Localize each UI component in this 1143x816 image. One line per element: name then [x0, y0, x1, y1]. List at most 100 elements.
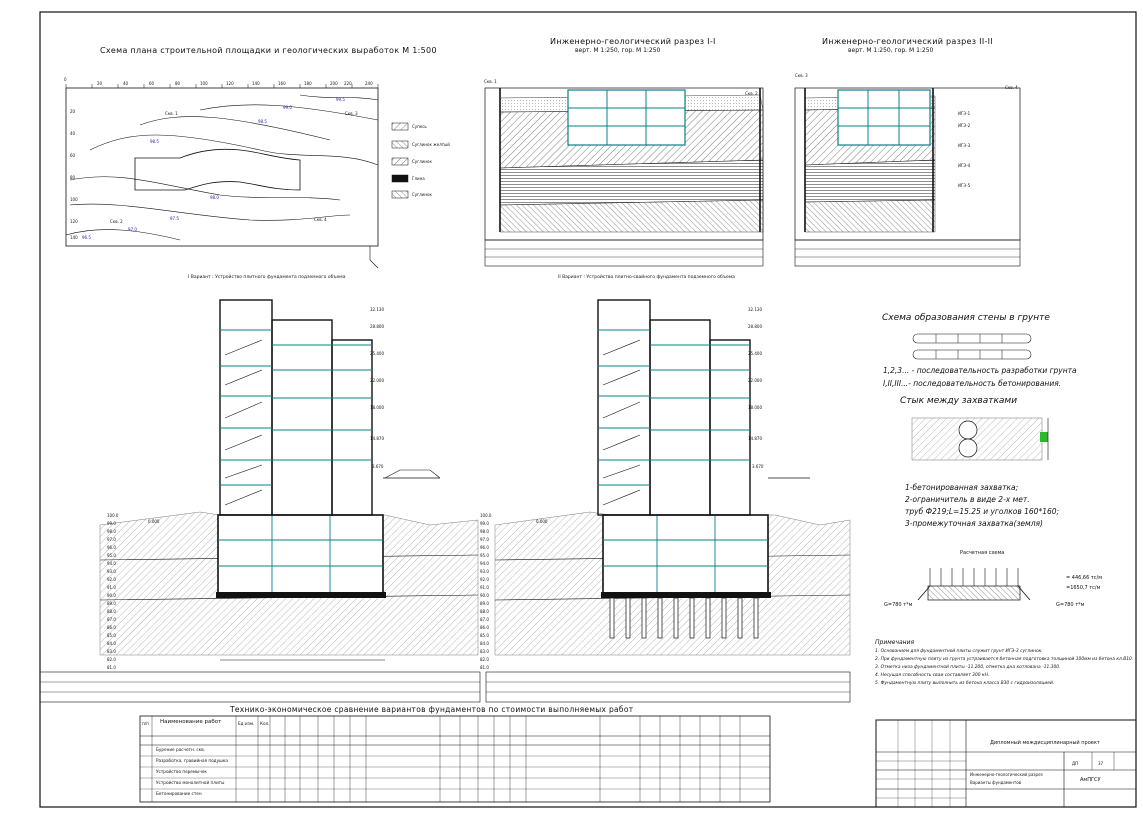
floor-mark: 32.130 [370, 307, 384, 312]
section2-title: Инженерно-геологический разрез II-II [822, 37, 993, 46]
elev-label: 86.0 [480, 625, 489, 630]
grid-y-80: 80 [70, 175, 76, 180]
grid-y-20: 20 [70, 109, 76, 114]
floor-mark: 18.000 [748, 405, 762, 410]
floor-mark: 28.800 [748, 324, 762, 329]
borehole-label: Скв. 1 [484, 79, 497, 84]
elev-label: 98.0 [107, 529, 116, 534]
floor-mark: 3.670 [752, 464, 764, 469]
borehole-label: Скв. 4 [1005, 85, 1018, 90]
grid-y-120: 120 [70, 219, 78, 224]
elev-label: 100.0 [107, 513, 119, 518]
elev-label: 89.0 [480, 601, 489, 606]
grid-y-60: 60 [70, 153, 76, 158]
elev-label: 85.0 [107, 633, 116, 638]
legend-label: Суглинок желтый [412, 142, 450, 147]
elev-label: 97.0 [480, 537, 489, 542]
floor-mark: 3.670 [372, 464, 384, 469]
floor-mark: 28.800 [370, 324, 384, 329]
grid-x-180: 180 [304, 81, 312, 86]
elev-label: 83.0 [107, 649, 116, 654]
elev-label: 84.0 [480, 641, 489, 646]
elev-label: 99.0 [107, 521, 116, 526]
borehole-label: Скв. 2 [110, 219, 123, 224]
grid-x-80: 80 [175, 81, 181, 86]
elev-label: 90.0 [480, 593, 489, 598]
elev-label: 86.0 [107, 625, 116, 630]
borehole-label: Скв. 1 [165, 111, 178, 116]
elev-label: 93.0 [107, 569, 116, 574]
table-row: Бетонирование стен [156, 791, 202, 796]
table-header: Ед.изм. [238, 721, 255, 726]
elev-label: 88.0 [480, 609, 489, 614]
section1-title: Инженерно-геологический разрез I-I [550, 37, 716, 46]
contour-label: 98.5 [150, 139, 159, 144]
note-3: 3. Отметка низа фундаментной плиты -11.2… [875, 665, 1061, 670]
elev-label: 93.0 [480, 569, 489, 574]
note-4: 4. Несущая способность сваи составляет 3… [875, 673, 990, 678]
borehole-label: Скв. 3 [795, 73, 808, 78]
section2-scale: верт. М 1:250, гор. М 1:250 [848, 47, 934, 54]
legend-label: Суглинок [412, 192, 432, 197]
borehole-label: Скв. 2 [745, 91, 758, 96]
joint-legend-2: 2-ограничитель в виде 2-х мет. [905, 495, 1030, 504]
joint-title: Стык между захватками [900, 396, 1018, 406]
floor-mark: 0.000 [536, 519, 548, 524]
joint-legend-4: 3-промежуточная захватка(земля) [905, 519, 1043, 528]
table-header: п/п [142, 721, 149, 726]
calc-value-2: =1650,7 тс/м [1066, 585, 1101, 591]
elev-label: 95.0 [480, 553, 489, 558]
grid-y-100: 100 [70, 197, 78, 202]
borehole-label: Скв. 4 [314, 217, 327, 222]
contour-label: 96.5 [82, 235, 91, 240]
borehole-label: Скв. 3 [345, 111, 358, 116]
building-section-variant-1 [39, 299, 481, 703]
elev-label: 97.0 [107, 537, 116, 542]
elev-label: 91.0 [107, 585, 116, 590]
floor-mark: 32.130 [748, 307, 762, 312]
table-header: Кол. [260, 721, 270, 726]
grid-x-60: 60 [149, 81, 155, 86]
elev-label: 87.0 [480, 617, 489, 622]
section1-scale: верт. М 1:250, гор. М 1:250 [575, 47, 661, 54]
elev-label: 96.0 [480, 545, 489, 550]
grid-x-20: 20 [97, 81, 103, 86]
elev-label: 98.0 [480, 529, 489, 534]
grid-x-40: 40 [123, 81, 129, 86]
contour-label: 97.0 [128, 227, 137, 232]
elev-label: 94.0 [480, 561, 489, 566]
elev-label: 96.0 [107, 545, 116, 550]
elev-label: 87.0 [107, 617, 116, 622]
site-plan-title: Схема плана строительной площадки и геол… [100, 46, 437, 55]
table-header: Наименование работ [160, 719, 222, 725]
variant2-title: II Вариант : Устройство плитно-свайного … [558, 275, 735, 280]
site-plan [65, 84, 409, 269]
table-row: Устройство монолитной плиты [156, 780, 225, 785]
floor-mark: 0.000 [148, 519, 160, 524]
elev-label: 95.0 [107, 553, 116, 558]
floor-mark: 18.000 [370, 405, 384, 410]
elev-label: 91.0 [480, 585, 489, 590]
grid-x-0: 0 [64, 77, 67, 82]
contour-label: 98.5 [258, 119, 267, 124]
calc-g-left: G=780 т*м [884, 602, 913, 608]
ige-label: ИГЭ-3 [958, 143, 971, 148]
note-2: 2. При фундаментную плиту из грунта устр… [875, 657, 1134, 662]
joint-legend-3: труб Ф219;L=15.25 и уголков 160*160; [905, 507, 1060, 516]
legend-label: Супесь [412, 124, 427, 129]
elev-label: 83.0 [480, 649, 489, 654]
comparison-title: Технико-экономическое сравнение варианто… [230, 705, 634, 714]
elev-label: 100.0 [480, 513, 492, 518]
calc-scheme [917, 568, 1031, 601]
variant1-title: I Вариант : Устройство плитного фундамен… [188, 275, 346, 280]
title-block-sub1: Инженерно-геологический разрез [970, 772, 1043, 777]
elev-label: 82.0 [480, 657, 489, 662]
title-block-sheet: 37 [1098, 761, 1104, 766]
geo-section-2 [794, 87, 1021, 267]
building-section-variant-2 [485, 299, 851, 703]
title-block-sub2: Варианты фундаментов [970, 780, 1022, 785]
table-row: Разработка, гравийная подушка [156, 758, 228, 763]
grid-x-160: 160 [278, 81, 286, 86]
